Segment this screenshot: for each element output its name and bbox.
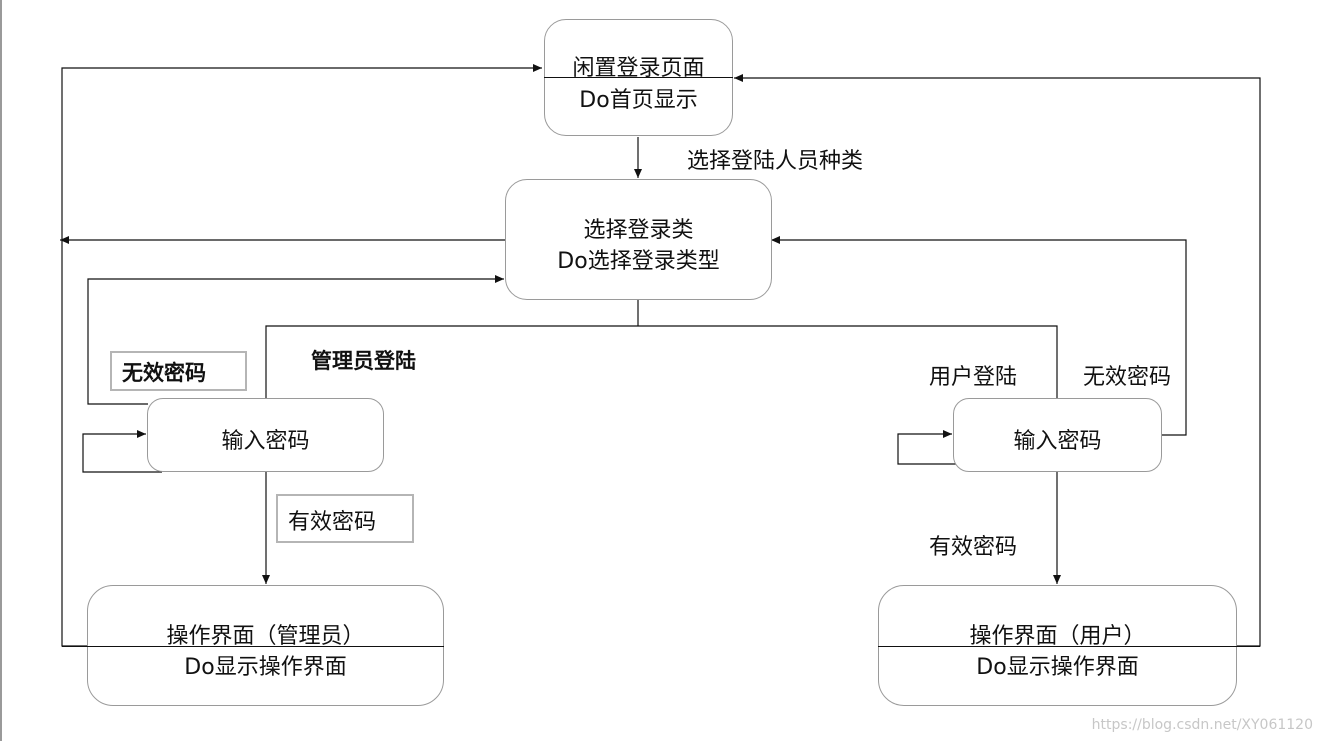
idle-login-title: 闲置登录页面 — [572, 56, 705, 81]
edge-label-user-invalid: 无效密码 — [1083, 365, 1172, 390]
edge-label-admin-login: 管理员登陆 — [311, 349, 416, 373]
select-login-action: Do选择登录类型 — [557, 249, 720, 274]
edge-admin-self-loop — [82, 430, 162, 473]
idle-login-action: Do首页显示 — [579, 88, 698, 113]
admin-ops-node: 操作界面（管理员） Do显示操作界面 — [87, 585, 444, 706]
user-password-label: 输入密码 — [1013, 429, 1102, 454]
admin-password-label: 输入密码 — [221, 429, 310, 454]
edge-admin-invalid-to-select — [87, 275, 504, 405]
user-ops-node: 操作界面（用户） Do显示操作界面 — [878, 585, 1237, 706]
edge-label-admin-valid: 有效密码 — [276, 494, 414, 543]
watermark: https://blog.csdn.net/XY061120 — [1091, 717, 1313, 733]
admin-ops-divider — [62, 646, 444, 647]
edge-user-self-loop — [897, 430, 964, 465]
edge-label-admin-invalid: 无效密码 — [110, 351, 247, 391]
edge-label-user-valid: 有效密码 — [929, 535, 1018, 560]
edge-label-select-role: 选择登陆人员种类 — [687, 149, 864, 174]
admin-password-node: 输入密码 — [147, 398, 384, 472]
edge-select-to-user — [638, 325, 1058, 398]
admin-ops-action: Do显示操作界面 — [184, 655, 347, 680]
user-ops-divider — [878, 646, 1260, 647]
admin-ops-title: 操作界面（管理员） — [166, 624, 365, 649]
select-login-node: 选择登录类 Do选择登录类型 — [505, 179, 772, 300]
edge-select-to-admin — [265, 325, 638, 398]
edge-label-user-login: 用户登陆 — [929, 365, 1018, 390]
select-login-title: 选择登录类 — [583, 218, 694, 243]
user-ops-action: Do显示操作界面 — [976, 655, 1139, 680]
left-edge-rule — [0, 0, 2, 741]
edge-user-invalid-to-select — [771, 236, 1187, 436]
user-password-node: 输入密码 — [953, 398, 1162, 472]
user-ops-title: 操作界面（用户） — [969, 624, 1146, 649]
idle-login-divider — [544, 77, 733, 78]
